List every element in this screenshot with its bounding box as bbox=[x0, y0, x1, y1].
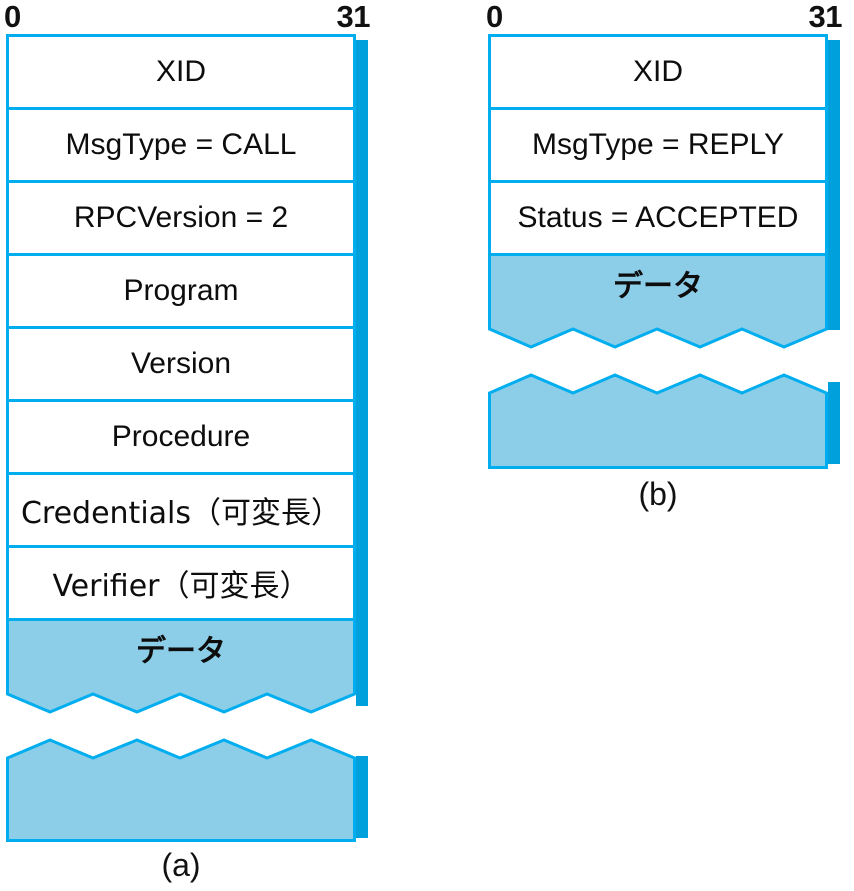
field-label: Verifier（可変長） bbox=[52, 569, 310, 604]
field-row-procedure-a: Procedure bbox=[6, 399, 356, 475]
data-section-lower-a bbox=[6, 738, 356, 842]
data-section-upper-b bbox=[488, 253, 828, 349]
panel-caption-b: (b) bbox=[638, 476, 678, 512]
packet-shadow-right-lower-a bbox=[356, 756, 368, 838]
field-label: MsgType = CALL bbox=[65, 128, 297, 161]
bit-ruler-b: 0 31 bbox=[486, 0, 843, 34]
bit-label-start-b: 0 bbox=[486, 0, 503, 34]
data-section-lower-b bbox=[488, 373, 828, 469]
field-row-status-b: Status = ACCEPTED bbox=[488, 180, 828, 256]
field-label: RPCVersion = 2 bbox=[73, 201, 289, 234]
bit-label-end-b: 31 bbox=[808, 0, 843, 34]
packet-box-b: XID MsgType = REPLY Status = ACCEPTED デー… bbox=[488, 34, 840, 474]
field-row-msgtype-a: MsgType = CALL bbox=[6, 107, 356, 183]
field-row-verifier-a: Verifier（可変長） bbox=[6, 545, 356, 621]
field-label: Procedure bbox=[111, 420, 251, 453]
field-row-credentials-a: Credentials（可変長） bbox=[6, 472, 356, 548]
field-row-rpcversion-a: RPCVersion = 2 bbox=[6, 180, 356, 256]
field-label: Status = ACCEPTED bbox=[517, 201, 799, 234]
packet-box-a: XID MsgType = CALL RPCVersion = 2 Progra… bbox=[6, 34, 368, 844]
field-label: Version bbox=[130, 347, 232, 380]
field-label: Program bbox=[123, 274, 239, 307]
field-row-msgtype-b: MsgType = REPLY bbox=[488, 107, 828, 183]
data-section-upper-a bbox=[6, 618, 356, 714]
field-label: XID bbox=[632, 55, 683, 88]
panel-caption-a: (a) bbox=[161, 847, 201, 883]
bit-label-end-a: 31 bbox=[336, 0, 371, 34]
packet-shadow-right-lower-b bbox=[828, 382, 840, 464]
panel-rpc-call: 0 31 XID MsgType = CALL RPCVersion = 2 P… bbox=[4, 0, 371, 891]
field-row-program-a: Program bbox=[6, 253, 356, 329]
data-section-label-a: データ bbox=[136, 634, 226, 669]
packet-shadow-right-b bbox=[828, 40, 840, 330]
field-label: XID bbox=[155, 55, 206, 88]
field-label: Credentials（可変長） bbox=[20, 496, 342, 531]
bit-label-start-a: 0 bbox=[4, 0, 21, 34]
field-row-xid-b: XID bbox=[488, 34, 828, 110]
bit-ruler-a: 0 31 bbox=[4, 0, 371, 34]
field-label: MsgType = REPLY bbox=[531, 128, 785, 161]
field-row-version-a: Version bbox=[6, 326, 356, 402]
field-row-xid-a: XID bbox=[6, 34, 356, 110]
packet-shadow-right-a bbox=[356, 40, 368, 706]
panel-rpc-reply: 0 31 XID MsgType = REPLY Status = ACCEPT… bbox=[486, 0, 843, 891]
data-section-label-b: データ bbox=[613, 269, 703, 304]
